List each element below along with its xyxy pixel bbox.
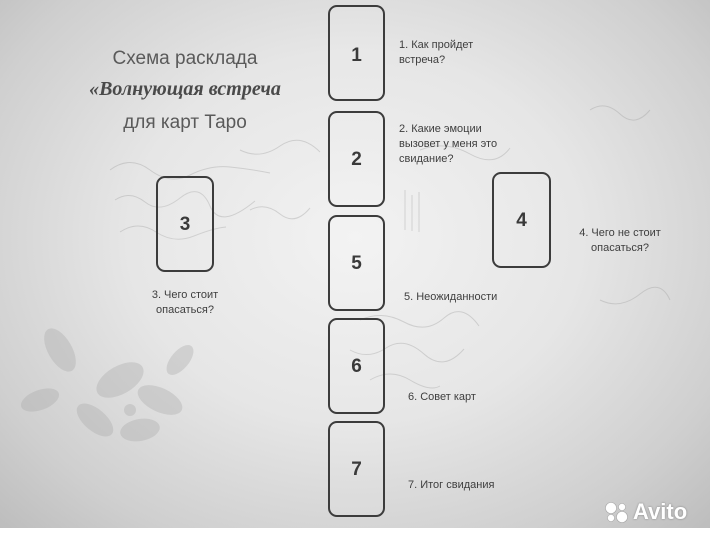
bottom-strip — [0, 528, 710, 540]
card-number: 6 — [351, 356, 362, 377]
title-line-2: «Волнующая встреча — [89, 78, 281, 100]
label-line: 4. Чего не стоит — [579, 227, 661, 239]
card-number: 1 — [351, 45, 362, 66]
card-label-5: 5. Неожиданности — [404, 290, 497, 305]
card-label-2: 2. Какие эмоции вызовет у меня это свида… — [399, 122, 497, 167]
label-line: 2. Какие эмоции — [399, 123, 482, 135]
card-label-7: 7. Итог свидания — [408, 478, 494, 493]
tarot-spread-diagram: Схема расклада «Волнующая встреча для ка… — [0, 0, 710, 528]
title-line-3: для карт Таро — [123, 112, 247, 133]
avito-logo-icon — [605, 502, 628, 523]
label-line: 5. Неожиданности — [404, 291, 498, 303]
card-3: 3 — [156, 176, 214, 272]
avito-watermark: Avito — [604, 498, 704, 526]
watermark-text: Avito — [633, 499, 688, 524]
card-4: 4 — [492, 172, 551, 268]
label-line: вызовет у меня это — [399, 138, 498, 150]
label-line: свидание? — [399, 153, 454, 165]
card-number: 4 — [516, 210, 527, 231]
label-line: опасаться? — [591, 242, 649, 254]
flower-decoration-icon — [20, 328, 194, 442]
card-label-4: 4. Чего не стоит опасаться? — [560, 226, 680, 256]
card-number: 3 — [179, 214, 191, 235]
card-number: 2 — [351, 149, 362, 170]
card-label-6: 6. Совет карт — [408, 390, 476, 405]
card-5: 5 — [328, 215, 385, 311]
label-line: 7. Итог свидания — [408, 479, 495, 491]
label-line: 3. Чего стоит — [151, 289, 219, 301]
card-label-3: 3. Чего стоит опасаться? — [135, 288, 235, 318]
card-number: 7 — [351, 459, 362, 480]
card-7: 7 — [328, 421, 385, 517]
background-texture — [20, 105, 671, 442]
label-line: 1. Как пройдет — [399, 39, 474, 51]
card-1: 1 — [328, 5, 385, 101]
card-label-1: 1. Как пройдет встреча? — [399, 38, 473, 68]
label-line: 6. Совет карт — [408, 391, 476, 403]
card-2: 2 — [328, 111, 385, 207]
label-line: опасаться? — [156, 304, 214, 316]
card-number: 5 — [351, 253, 362, 274]
card-6: 6 — [328, 318, 385, 414]
title-line-1: Схема расклада — [112, 48, 258, 69]
label-line: встреча? — [399, 54, 446, 66]
